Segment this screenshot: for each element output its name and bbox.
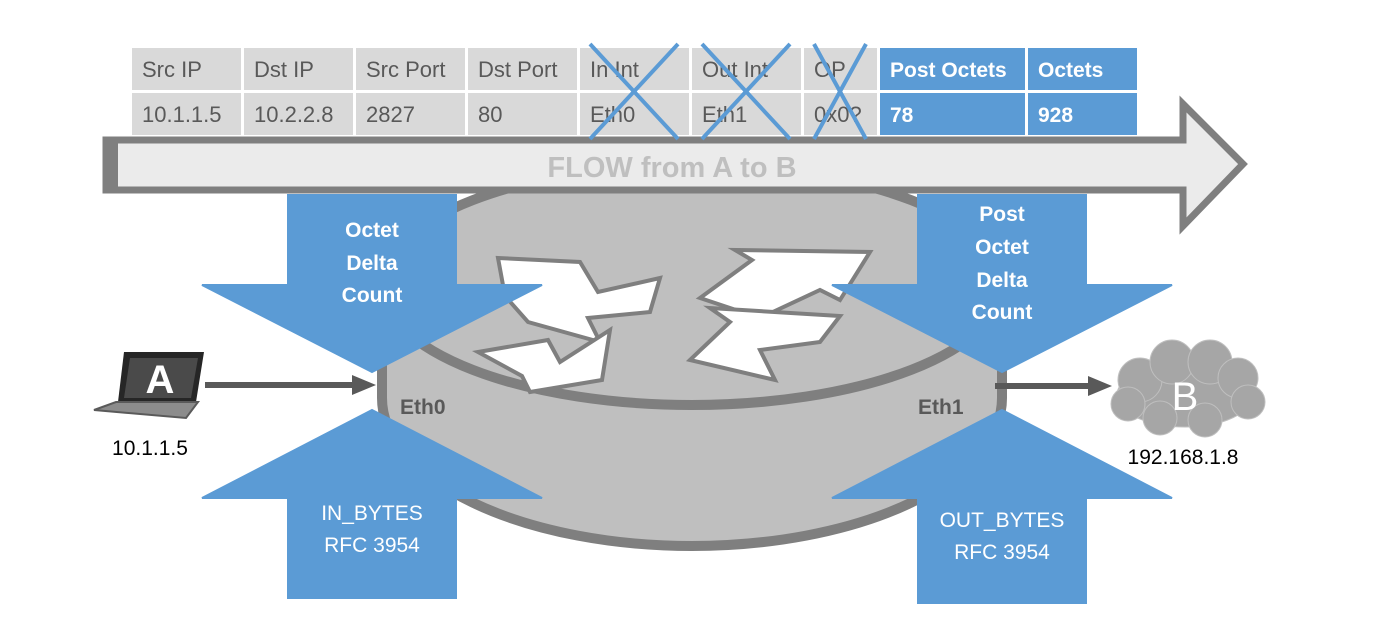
flow-arrow-shape <box>102 95 1248 235</box>
link-a-to-router <box>205 375 376 395</box>
up-arrow-left-line-2: RFC 3954 <box>324 534 420 557</box>
up-arrow-left-line-1: IN_BYTES <box>321 502 423 525</box>
table-header-text: Dst Port <box>478 57 557 82</box>
down-arrow-left-line-3: Count <box>342 284 403 307</box>
host-b-ip: 192.168.1.8 <box>1128 446 1239 469</box>
flow-arrow-label: FLOW from A to B <box>547 152 796 184</box>
down-arrow-right-line-4: Count <box>972 301 1033 324</box>
table-header-cell <box>356 48 465 90</box>
octet-delta-count-arrow: Octet Delta Count <box>201 194 543 374</box>
table-value-cell <box>468 93 577 135</box>
table-value-text: 928 <box>1038 104 1073 127</box>
up-arrow-right-line-1: OUT_BYTES <box>940 509 1065 532</box>
table-header-text: Octets <box>1038 59 1103 82</box>
table-value-text: 80 <box>478 102 502 127</box>
table-header-cell <box>1028 48 1137 90</box>
host-a-ip: 10.1.1.5 <box>112 437 188 460</box>
ingress-interface-label: Eth0 <box>400 396 446 419</box>
arrowhead-icon <box>1088 376 1112 396</box>
egress-interface-label: Eth1 <box>918 396 964 419</box>
link-router-to-b <box>995 376 1112 396</box>
table-header-cell <box>468 48 577 90</box>
table-header-text: Dst IP <box>254 57 314 82</box>
host-a-label: A <box>146 358 175 402</box>
host-b-label: B <box>1172 375 1199 419</box>
table-header-text: Src Port <box>366 57 445 82</box>
down-arrow-left-shape <box>201 194 543 374</box>
table-header-cell <box>880 48 1025 90</box>
in-bytes-arrow: IN_BYTES RFC 3954 <box>201 408 543 599</box>
cloud-icon <box>1110 339 1266 438</box>
flow-arrow: FLOW from A to B <box>102 95 1248 235</box>
up-arrow-right-shape <box>831 408 1173 604</box>
host-a: A 10.1.1.5 <box>93 352 204 460</box>
down-arrow-right-line-3: Delta <box>976 269 1028 292</box>
down-arrow-left-line-1: Octet <box>345 219 399 242</box>
cross-out-mark <box>812 43 868 140</box>
table-value-cell <box>244 93 353 135</box>
table-value-cell <box>1028 93 1137 135</box>
down-arrow-right-line-2: Octet <box>975 236 1029 259</box>
table-value-text: 10.1.1.5 <box>142 102 222 127</box>
up-arrow-right-line-2: RFC 3954 <box>954 541 1050 564</box>
flow-arrow-tail-stripe <box>104 140 118 190</box>
table-value-cell <box>132 93 241 135</box>
down-arrow-right-shape <box>831 194 1173 374</box>
cross-out-mark <box>700 42 792 141</box>
table-value-cell <box>356 93 465 135</box>
table-value-cell <box>880 93 1025 135</box>
table-value-text: 78 <box>890 104 914 127</box>
table-value-text: 10.2.2.8 <box>254 102 334 127</box>
down-arrow-left-line-2: Delta <box>346 252 398 275</box>
router-arrows-icon <box>471 247 874 395</box>
out-bytes-arrow: OUT_BYTES RFC 3954 <box>831 408 1173 604</box>
laptop-icon <box>93 352 204 420</box>
down-arrow-right-line-1: Post <box>979 203 1025 226</box>
host-b: B 192.168.1.8 <box>1110 339 1266 469</box>
up-arrow-left-shape <box>201 408 543 599</box>
cross-out-mark <box>588 42 680 141</box>
table-header-cell <box>132 48 241 90</box>
table-value-cell <box>804 93 877 135</box>
table-header-cell <box>804 48 877 90</box>
arrowhead-icon <box>352 375 376 395</box>
table-header-cell <box>244 48 353 90</box>
post-octet-delta-count-arrow: Post Octet Delta Count <box>831 194 1173 374</box>
table-header-text: Post Octets <box>890 59 1007 82</box>
table-value-text: 2827 <box>366 102 415 127</box>
flow-record-table: Src IP 10.1.1.5 Dst IP 10.2.2.8 Src Port 2827… <box>132 42 1137 141</box>
table-header-text: Src IP <box>142 57 202 82</box>
